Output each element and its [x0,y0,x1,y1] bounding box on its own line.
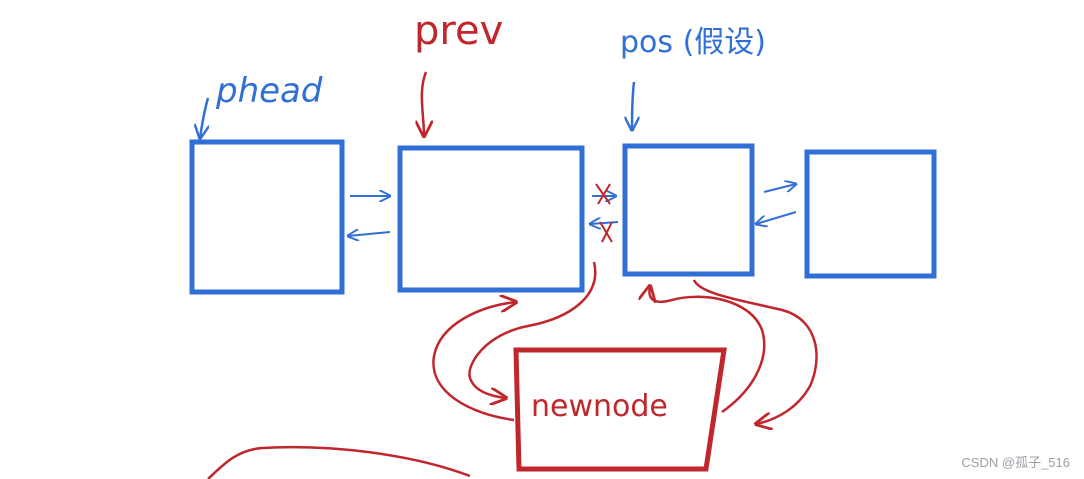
label-pos: pos (假设) [620,25,766,60]
phead-pointer-arrow [200,97,208,138]
link-pos-to-prev [590,222,619,224]
node-prev [397,145,585,293]
arrow-pos-to-newnode [692,279,818,424]
watermark: CSDN @孤子_516 [961,455,1070,470]
arrow-prev-to-newnode [468,261,597,398]
cross-mark-lower [599,221,613,243]
label-phead: phead [215,71,323,111]
link-prev-to-phead [348,232,391,236]
pos-pointer-arrow [632,81,634,130]
prev-pointer-arrow [422,71,426,136]
arrow-newnode-to-pos [649,286,766,414]
cross-mark-upper [595,183,611,205]
node-phead [189,139,345,295]
link-last-to-pos [756,211,797,224]
arrow-newnode-to-prev [432,302,516,422]
link-pos-to-last [763,184,796,193]
node-last [804,149,937,279]
label-newnode: newnode [531,389,668,424]
node-newnode [513,347,727,472]
node-pos [622,143,755,277]
partial-stroke-bottom [207,445,471,479]
label-prev: prev [414,8,503,54]
